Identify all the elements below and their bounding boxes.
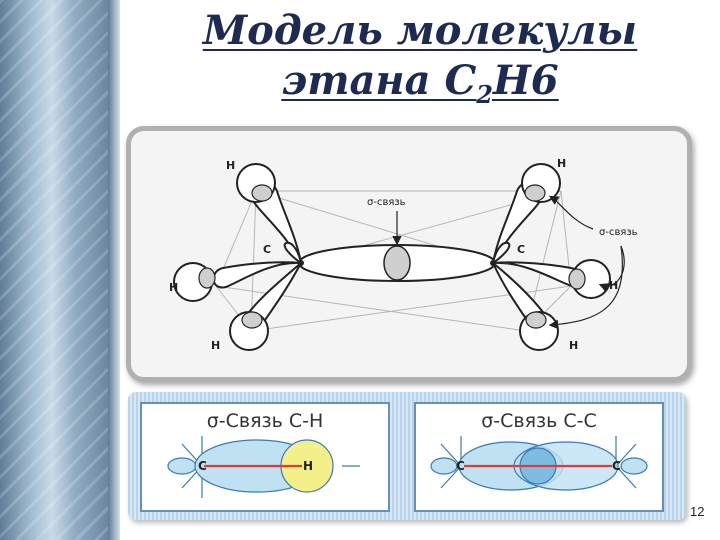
cc-card-title: σ-Связь С-С (481, 410, 597, 432)
ch-atom-h: H (303, 459, 313, 473)
sigma-labels: σ-связь σ-связь (367, 197, 638, 238)
label-c-right: C (517, 243, 525, 256)
c-back-lobe (167, 457, 197, 475)
ethane-orbital-diagram-panel: H H H C H H H C σ-связь σ-связь (126, 126, 692, 382)
label-h-bottom-right: H (569, 339, 578, 352)
ch-sigma-bond-card: σ-Связь С-Н C H (140, 402, 390, 512)
ch-card-title: σ-Связь С-Н (206, 410, 324, 432)
label-h-top-right: H (557, 157, 566, 170)
ch-atom-c: C (198, 459, 207, 473)
sigma-right-arrow-2 (598, 245, 625, 293)
bond-vector (615, 443, 637, 467)
ch-overlap-regions (198, 184, 586, 329)
sidebar-stripes (0, 0, 108, 540)
left-carbon-nucleus (298, 260, 304, 266)
hydrogen-orbitals (173, 163, 611, 351)
cc-atom-c2: C (612, 459, 621, 473)
c2-back-lobe (620, 457, 648, 475)
cc-bond-diagram: C C (430, 436, 648, 491)
ch-bond-diagram: C H (167, 436, 360, 498)
page-number: 12 (690, 504, 705, 519)
bond-vector (440, 443, 462, 467)
label-sigma-right: σ-связь (599, 227, 638, 238)
slide-title: Модель молекулы этана С2Н6 (140, 6, 700, 120)
label-sigma-center: σ-связь (367, 197, 406, 208)
label-c-left: C (263, 243, 271, 256)
diagram-labels: H H H C H H H C (169, 157, 618, 352)
ethane-orbital-diagram: H H H C H H H C σ-связь σ-связь (169, 157, 638, 352)
label-h-left: H (169, 281, 178, 294)
right-small-lobe (491, 241, 511, 266)
cc-overlap-region (383, 245, 411, 281)
c1-back-lobe (430, 457, 458, 475)
bond-vector (615, 465, 637, 489)
sigma-right-arrow-3 (548, 245, 623, 330)
title-line-2: этана С2Н6 (140, 56, 700, 120)
annotation-arrows (392, 195, 625, 330)
bond-vector (440, 465, 462, 489)
title-formula-suffix: Н6 (492, 57, 559, 104)
right-carbon-nucleus (490, 260, 496, 266)
title-line-1: Модель молекулы (202, 7, 638, 54)
left-small-lobe (283, 241, 303, 266)
cc-atom-c1: C (456, 459, 465, 473)
label-h-bottom-left: H (211, 339, 220, 352)
sidebar-edge (108, 0, 120, 540)
label-h-right: H (609, 279, 618, 292)
title-formula-subscript: 2 (476, 80, 493, 109)
cc-sigma-bond-card: σ-Связь С-С C C (414, 402, 664, 512)
decorative-sidebar (0, 0, 108, 540)
sigma-right-arrow-1 (548, 195, 594, 230)
title-formula-prefix: этана С (281, 57, 477, 104)
left-carbon-orbitals (212, 181, 303, 332)
label-h-top-left: H (226, 159, 235, 172)
